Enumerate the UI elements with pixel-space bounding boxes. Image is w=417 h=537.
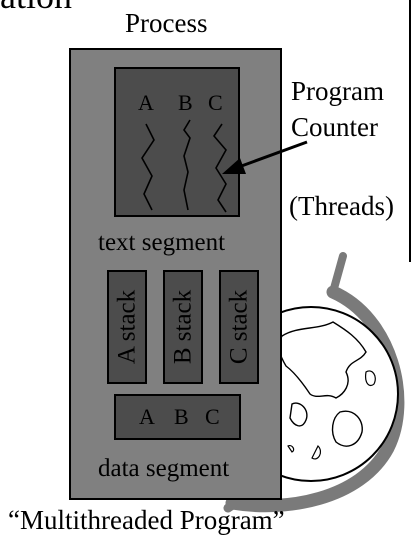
edge-divider	[409, 0, 411, 262]
data-label-c: C	[205, 404, 220, 429]
stack-a-label: A stack	[113, 289, 141, 365]
stack-a-box: A stack	[107, 270, 147, 384]
stack-c-box: C stack	[219, 270, 259, 384]
program-counter-arrow	[235, 140, 308, 170]
stack-c-label: C stack	[225, 289, 253, 365]
data-label-a: A	[139, 404, 155, 429]
threads-label: (Threads)	[289, 191, 394, 221]
diagram-caption: “Multithreaded Program”	[8, 505, 285, 535]
data-segment-box	[114, 394, 241, 440]
thread-label-b: B	[178, 90, 193, 115]
thread-a-squiggle	[141, 123, 155, 211]
process-title: Process	[125, 8, 208, 38]
data-segment-label: data segment	[98, 455, 230, 482]
text-segment-label: text segment	[98, 229, 226, 256]
data-label-b: B	[174, 404, 189, 429]
stack-b-label: B stack	[169, 289, 197, 365]
program-counter-label-line1: Program	[291, 76, 384, 106]
thread-b-squiggle	[183, 119, 191, 211]
slide-heading: ation	[0, 0, 72, 14]
arrow-head	[222, 158, 246, 174]
thread-c-squiggle	[212, 123, 227, 213]
thread-label-c: C	[208, 90, 223, 115]
thread-label-a: A	[138, 90, 154, 115]
stack-b-box: B stack	[163, 270, 203, 384]
program-counter-label-line2: Counter	[291, 112, 378, 142]
